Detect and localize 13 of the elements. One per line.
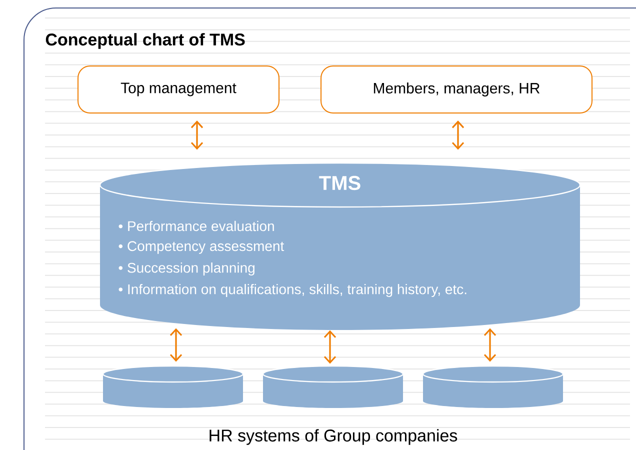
database-cylinder xyxy=(262,365,404,408)
database-cylinder xyxy=(422,365,564,408)
rounded-box: Top management xyxy=(78,66,280,114)
double-arrow xyxy=(324,330,336,364)
database-cylinder: TMS • Performance evaluation • Competency assessment • Succession planning • Information on qualifications, skills, training history, etc. xyxy=(99,162,581,330)
database-cylinder xyxy=(102,365,244,408)
double-arrow xyxy=(452,120,464,150)
double-arrow xyxy=(484,328,496,362)
rounded-box: Members, managers, HR xyxy=(320,66,592,114)
double-arrow xyxy=(190,120,204,150)
double-arrow xyxy=(170,328,182,362)
group-caption: HR systems of Group companies xyxy=(210,429,458,445)
title: Conceptual chart of TMS xyxy=(46,33,245,49)
